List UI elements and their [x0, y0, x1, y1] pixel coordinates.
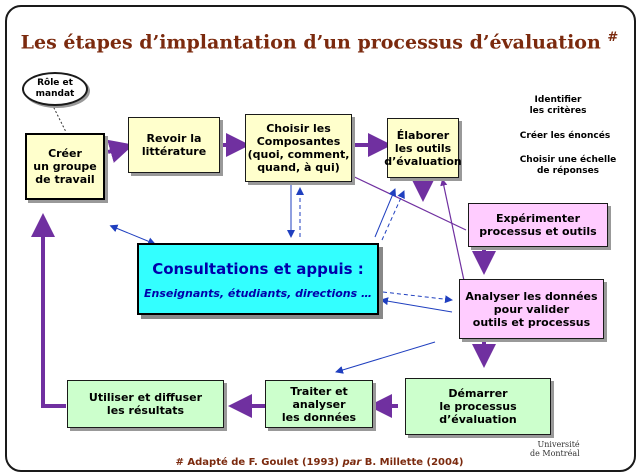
arrow-demarrer-consultation	[335, 341, 436, 374]
arrow-elaborer-consultation	[374, 188, 396, 238]
role-mandat-oval: Rôle et mandat	[22, 72, 88, 106]
traiter-analyser-box: Traiter et analyser les données	[265, 380, 373, 428]
utiliser-diffuser-box: Utiliser et diffuser les résultats	[67, 380, 224, 428]
arrow-creer-consultation	[109, 224, 156, 246]
creer-groupe-box: Créer un groupe de travail	[25, 133, 105, 200]
footer-credit: # Adapté de F. Goulet (1993) par B. Mill…	[175, 457, 464, 468]
line-experimenter-choisir	[340, 170, 467, 231]
demarrer-processus-box: Démarrer le processus d’évaluation	[405, 378, 551, 435]
revoir-litterature-box: Revoir la littérature	[128, 117, 220, 173]
universite-montreal-logo: Université de Montréal	[530, 440, 580, 458]
analyser-donnees-box: Analyser les données pour valider outils…	[459, 279, 604, 339]
elaborer-outils-box: Élaborer les outils d’évaluation	[384, 118, 462, 178]
consultation-title: Consultations et appuis :	[152, 259, 364, 278]
note-identifier-criteres: Identifier les critères	[529, 95, 587, 116]
note-choisir-echelle: Choisir une échelle de réponses	[519, 155, 617, 176]
arrow-consultation-analyser	[382, 291, 453, 304]
consultation-box: Consultations et appuis : Enseignants, é…	[137, 243, 379, 315]
arrow-consultation-elaborer	[381, 190, 405, 241]
choisir-composantes-box: Choisir les Composantes (quoi, comment, …	[245, 114, 352, 182]
arrow-utiliser-creer	[31, 213, 66, 408]
note-creer-enonces: Créer les énoncés	[519, 131, 611, 141]
page-title: Les étapes d’implantation d’un processus…	[20, 30, 619, 54]
arrow-creer-revoir	[107, 139, 134, 163]
consultation-subtitle: Enseignants, étudiants, directions …	[143, 286, 372, 300]
line-analyser-elaborer	[440, 178, 467, 291]
arrow-analyser-consultation	[380, 297, 453, 313]
experimenter-box: Expérimenter processus et outils	[468, 203, 608, 247]
